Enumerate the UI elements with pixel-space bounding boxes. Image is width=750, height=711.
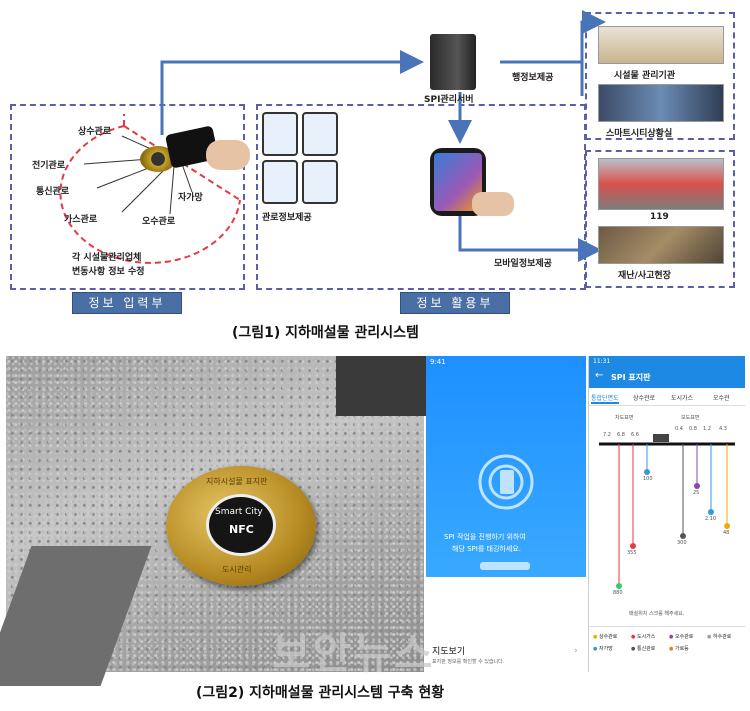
pipe-info-label: 관로정보제공 xyxy=(262,213,312,223)
node-label-100: 100 xyxy=(643,476,653,482)
tick-right-4: 4.3 xyxy=(719,426,727,432)
nfc-tag-text-bottom: 도시관리 xyxy=(222,565,252,574)
app-screen-2 xyxy=(302,112,338,156)
tab-water[interactable]: 상수관로 xyxy=(633,395,656,402)
legend-item-telecom: ● 통신관로 xyxy=(631,646,656,652)
legend-item-gas: ● 도시가스 xyxy=(631,634,656,640)
node-label-355: 355 xyxy=(627,550,637,556)
tab-gas[interactable]: 도시가스 xyxy=(671,395,694,402)
figure1-caption: (그림1) 지하매설물 관리시스템 xyxy=(232,325,419,341)
pipe-label-sewage: 오수관로 xyxy=(142,217,176,227)
app-screen-4 xyxy=(302,160,338,204)
legend-item-sewage: ● 오수관로 xyxy=(669,634,694,640)
photo-fire-trucks xyxy=(598,158,724,210)
back-arrow-icon[interactable]: ← xyxy=(595,370,604,381)
tab-sewage[interactable]: 오수관 xyxy=(713,395,730,402)
side-label-road: 차도표면 xyxy=(615,415,634,421)
right-label-disaster: 재난/사고현장 xyxy=(618,271,671,281)
nfc-instruction-line1: SPI 작업을 진행하기 위하여 xyxy=(444,533,526,541)
app-screens xyxy=(262,112,342,204)
chevron-right-icon[interactable]: › xyxy=(574,646,578,656)
server-icon xyxy=(430,34,476,90)
legend-item-streetlight: ● 가로등 xyxy=(669,646,689,652)
server-label: SPI관리서버 xyxy=(424,95,474,105)
nfc-scan-screen: 9:41 SPI 작업을 진행하기 위하여 해당 SPI를 태깅하세요. 지도보… xyxy=(426,356,586,672)
nfc-status-bar: 9:41 xyxy=(430,358,446,366)
spi-sign-screen: 11:31 ← SPI 표지판 통합단면도 상수관로 도시가스 오수관 차도표면… xyxy=(588,356,745,672)
hand-holding-icon xyxy=(472,192,514,216)
nfc-map-view-button[interactable]: 지도보기 xyxy=(432,647,466,657)
right-bottom-box xyxy=(585,150,735,288)
spi-title: SPI 표지판 xyxy=(611,373,651,382)
use-panel-label: 정보 활용부 xyxy=(400,292,510,314)
nfc-tag-inner: Smart City NFC xyxy=(206,494,276,556)
mobile-info-label: 모바일정보제공 xyxy=(494,259,552,269)
photo-nfc-tag-on-pavement: Smart City NFC 지하시설물 표지판 도시관리 xyxy=(0,356,426,686)
photo-facility-office xyxy=(598,26,724,64)
app-screen-1 xyxy=(262,112,298,156)
right-label-smartcity: 스마트시티상황실 xyxy=(606,129,673,139)
input-note-line2: 변동사항 정보 수정 xyxy=(72,267,145,277)
tick-right-2: 0.8 xyxy=(689,426,697,432)
legend: ● 상수관로 ● 도시가스 ● 오수관로 ● 하수관로 ● 자가망 ● 통신관로… xyxy=(589,626,745,662)
node-label-25: 25 xyxy=(693,490,700,496)
pipe-depth-diagram xyxy=(599,434,735,589)
spi-header: 11:31 ← SPI 표지판 xyxy=(589,356,745,388)
tick-right-3: 1.2 xyxy=(703,426,711,432)
tab-integrated[interactable]: 통합단면도 xyxy=(591,395,619,404)
pipe-label-water: 상수관로 xyxy=(78,127,112,137)
input-panel-box xyxy=(10,104,245,290)
hand-icon xyxy=(206,140,250,170)
nfc-tag-text-top: 지하시설물 표지판 xyxy=(206,477,268,486)
scroll-note: 매설위치 스크롤 해주세요. xyxy=(629,611,685,617)
tick-right-1: 0.4 xyxy=(675,426,683,432)
side-label-sidewalk: 보도표면 xyxy=(681,415,700,421)
node-label-300: 300 xyxy=(677,540,687,546)
app-screen-3 xyxy=(262,160,298,204)
nfc-tap-icon xyxy=(478,454,534,510)
admin-info-label: 행정보제공 xyxy=(512,73,554,83)
legend-item-private: ● 자가망 xyxy=(593,646,613,652)
right-label-119: 119 xyxy=(650,212,669,222)
input-panel-label: 정보 입력부 xyxy=(72,292,182,314)
legend-item-water: ● 상수관로 xyxy=(593,634,618,640)
pipe-label-telecom: 통신관로 xyxy=(36,187,70,197)
nfc-logo-icon xyxy=(480,562,530,570)
mobile-phone-icon xyxy=(430,148,486,216)
figure1-diagram: 정보 입력부 정보 활용부 상수관로 전기관로 통신관로 가스관로 오수관로 자… xyxy=(0,0,750,345)
pipe-label-gas: 가스관로 xyxy=(64,215,98,225)
nfc-map-view-sub: 표지판 정보를 확인할 수 있습니다. xyxy=(432,659,505,665)
nfc-instruction-line2: 해당 SPI를 태깅하세요. xyxy=(452,545,521,553)
right-label-facility: 시설물 관리기관 xyxy=(614,71,676,81)
pavement-edge xyxy=(0,546,152,686)
input-note-line1: 각 시설물관리업체 xyxy=(72,253,142,263)
nfc-tag-brand: Smart City xyxy=(215,507,263,517)
nfc-tag-nfc: NFC xyxy=(229,523,254,536)
node-label-48: 48 xyxy=(723,530,730,536)
tick-left-2: 6.8 xyxy=(617,432,625,438)
right-top-box xyxy=(585,12,735,140)
photo-disaster-site xyxy=(598,226,724,264)
pavement-dark-corner xyxy=(336,356,426,416)
pipe-label-electric: 전기관로 xyxy=(32,161,66,171)
node-label-880: 880 xyxy=(613,590,623,596)
nfc-tag-plate: Smart City NFC 지하시설물 표지판 도시관리 xyxy=(166,466,316,586)
spi-tabs: 통합단면도 상수관로 도시가스 오수관 xyxy=(589,390,745,406)
node-label-210: 2.10 xyxy=(705,516,717,522)
tick-left-3: 6.6 xyxy=(631,432,639,438)
photo-control-room xyxy=(598,84,724,122)
watermark-logo: 보안뉴스 xyxy=(272,629,435,678)
figure2-photos: Smart City NFC 지하시설물 표지판 도시관리 9:41 SPI 작… xyxy=(0,352,750,711)
figure2-caption: (그림2) 지하매설물 관리시스템 구축 현황 xyxy=(196,685,445,701)
flow-arrows xyxy=(160,10,606,262)
spi-status-time: 11:31 xyxy=(593,358,611,365)
tick-left-1: 7.2 xyxy=(603,432,611,438)
pipe-label-private: 자가망 xyxy=(178,193,203,203)
legend-item-storm: ● 하수관로 xyxy=(707,634,732,640)
